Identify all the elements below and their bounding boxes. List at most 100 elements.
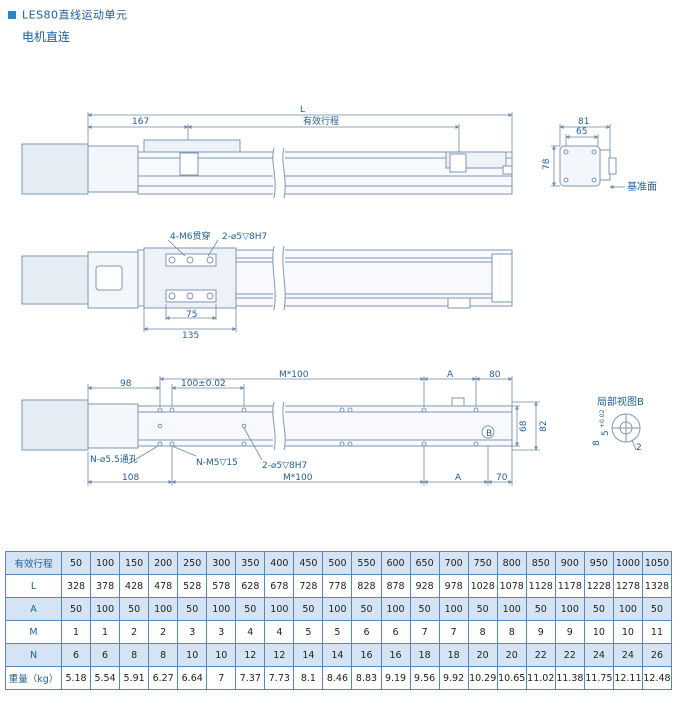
cell: 778	[322, 574, 353, 598]
end-view	[559, 145, 617, 187]
cell: 528	[177, 574, 208, 598]
cell: 9.92	[438, 666, 469, 690]
cell: 1000	[612, 551, 643, 575]
cell: 2	[148, 620, 179, 644]
cell: 878	[380, 574, 411, 598]
cell: 20	[496, 643, 527, 667]
cell: 300	[206, 551, 237, 575]
end-view-body	[559, 145, 601, 187]
cell: 18	[409, 643, 440, 667]
dim-81: 81	[578, 117, 589, 127]
dim-A-top: A	[447, 370, 454, 380]
cell: 12	[264, 643, 295, 667]
cell: 850	[525, 551, 556, 575]
detail-dim-8: 8	[592, 440, 602, 446]
cell: 50	[525, 597, 556, 621]
cell: 350	[235, 551, 266, 575]
cell: 6	[90, 643, 121, 667]
dim-L: L	[300, 105, 305, 115]
cell: 8.46	[322, 666, 353, 690]
cell: 10.65	[496, 666, 527, 690]
cell: 11.75	[583, 666, 614, 690]
cell: 22	[525, 643, 556, 667]
break-mark-3	[272, 401, 286, 451]
cell: 100	[380, 597, 411, 621]
bottom-rail	[137, 405, 513, 447]
dim-135: 135	[182, 331, 199, 341]
cell: 50	[119, 597, 150, 621]
cell: 5.54	[90, 666, 121, 690]
thru-hole-label: 4-M6贯穿	[170, 230, 210, 242]
cell: 500	[322, 551, 353, 575]
cell: 6.64	[177, 666, 208, 690]
cell: 8.1	[293, 666, 324, 690]
dim-108: 108	[122, 473, 139, 483]
cell: 600	[380, 551, 411, 575]
cell: 20	[467, 643, 498, 667]
dim-167: 167	[132, 117, 149, 127]
row-header: 有效行程	[5, 551, 62, 575]
cell: 10	[583, 620, 614, 644]
cell: 12.48	[641, 666, 673, 690]
dim-75: 75	[186, 310, 197, 320]
header-square-icon	[8, 10, 16, 19]
cell: 12.11	[612, 666, 643, 690]
detail-dim-2: 2	[636, 443, 642, 453]
carriage-top	[143, 139, 241, 153]
motor-adapter	[87, 145, 139, 193]
cell: 22	[554, 643, 585, 667]
dim-M100-top: M*100	[279, 370, 309, 380]
cell: 950	[583, 551, 614, 575]
dim-78: 78	[542, 158, 552, 170]
dim-98: 98	[120, 379, 132, 389]
cell: 650	[409, 551, 440, 575]
cell: 3	[177, 620, 208, 644]
cell: 24	[583, 643, 614, 667]
cell: 6.27	[148, 666, 179, 690]
cell: 378	[90, 574, 121, 598]
bottom-view-dims	[87, 376, 540, 486]
cell: 750	[467, 551, 498, 575]
cell: 100	[148, 597, 179, 621]
cell: 9.56	[409, 666, 440, 690]
detail-tolerance: +0.02	[599, 409, 606, 428]
cell: 578	[206, 574, 237, 598]
bottom-motor	[21, 399, 89, 451]
cell: 1328	[641, 574, 673, 598]
cell: 100	[322, 597, 353, 621]
cell: 50	[409, 597, 440, 621]
cell: 4	[235, 620, 266, 644]
break-mark-2	[272, 245, 286, 311]
cell: 8	[467, 620, 498, 644]
cell: 100	[612, 597, 643, 621]
pin-hole-label-2: 2-⌀5▽8H7	[262, 461, 307, 471]
cell: 9	[554, 620, 585, 644]
dim-stroke: 有效行程	[303, 115, 339, 127]
bottom-motor-flange	[87, 403, 139, 449]
motor-body	[21, 143, 89, 195]
row-header: A	[5, 597, 62, 621]
cell: 6	[351, 620, 382, 644]
cell: 628	[235, 574, 266, 598]
cell: 728	[293, 574, 324, 598]
cell: 1028	[467, 574, 498, 598]
row-header: 重量（kg）	[5, 666, 62, 690]
cell: 10	[612, 620, 643, 644]
bottom-view	[21, 397, 513, 451]
side-view	[21, 139, 513, 195]
cell: 978	[438, 574, 469, 598]
cell: 1	[60, 620, 92, 644]
cell: 328	[60, 574, 92, 598]
dim-M100-bot: M*100	[283, 473, 313, 483]
top-motor	[21, 255, 89, 305]
cell: 100	[438, 597, 469, 621]
cell: 6	[380, 620, 411, 644]
cell: 10	[177, 643, 208, 667]
cell: 50	[641, 597, 673, 621]
cell: 50	[467, 597, 498, 621]
cell: 10.29	[467, 666, 498, 690]
cell: 50	[293, 597, 324, 621]
cell: 7	[409, 620, 440, 644]
